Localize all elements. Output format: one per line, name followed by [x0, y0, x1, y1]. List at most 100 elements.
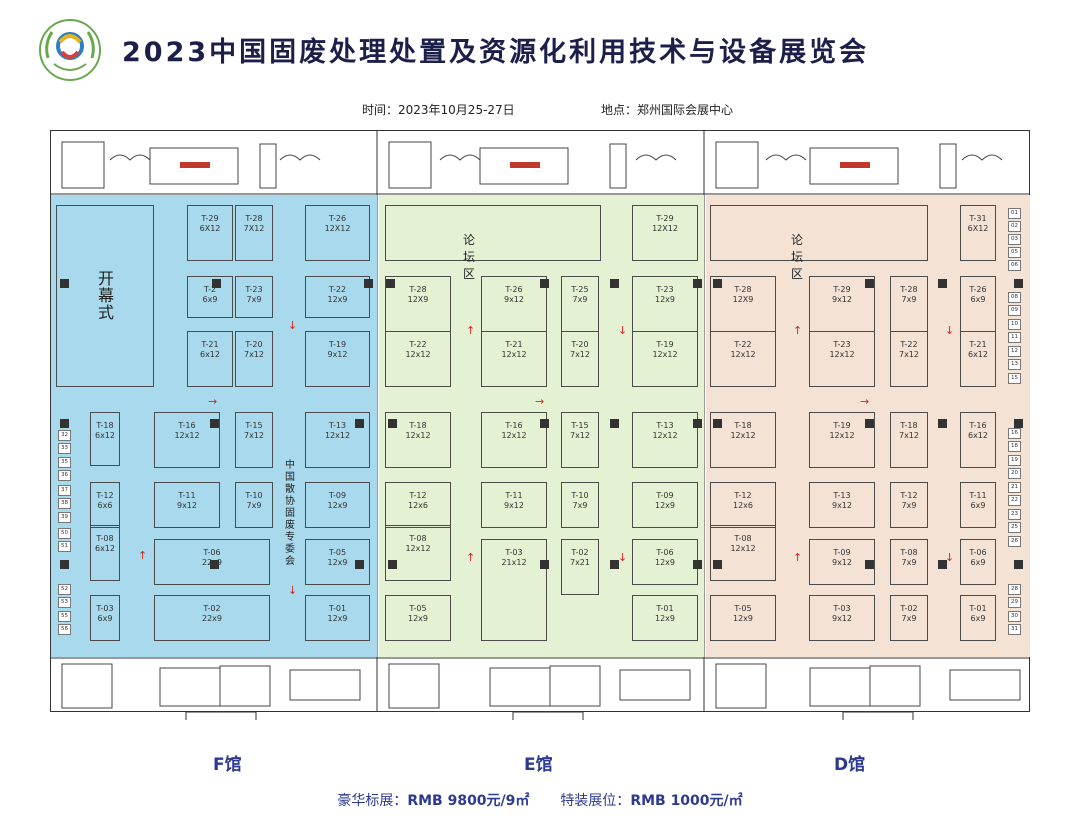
booth-size: 6x9	[970, 295, 986, 304]
booth-size: 12x9	[732, 614, 753, 623]
booth-number: 12	[1008, 346, 1021, 357]
pillar	[938, 560, 947, 569]
booth-id: T-01	[656, 604, 674, 613]
hall-d-label: D馆	[834, 755, 866, 775]
booth-size: 6x12	[199, 350, 220, 359]
booth-number: 56	[58, 624, 71, 635]
booth-size: 12x6	[732, 501, 753, 510]
booth-number: 30	[1008, 611, 1021, 622]
booth-id: T-05	[734, 604, 752, 613]
booth-size: 6x6	[97, 501, 113, 510]
pillar	[610, 419, 619, 428]
flow-arrow: ↑	[138, 549, 148, 562]
opening-ceremony-label: 开幕式	[97, 269, 114, 322]
booth-number: 37	[58, 485, 71, 496]
event-time: 时间：2023年10月25-27日	[362, 103, 515, 117]
pillar	[355, 560, 364, 569]
pillar	[212, 279, 221, 288]
booth-id: T-13	[656, 421, 674, 430]
booth-id: T-20	[571, 340, 589, 349]
booth-id: T-13	[328, 421, 347, 430]
booth-size: 12x9	[327, 558, 348, 567]
booth-size: 9x12	[831, 295, 852, 304]
booth-id: T-12	[409, 491, 427, 500]
booth-size: 7x9	[901, 558, 917, 567]
booth-size: 12x12	[730, 544, 756, 553]
booth-id: T-08	[900, 548, 918, 557]
booth-id: T-03	[833, 604, 851, 613]
pillar	[540, 279, 549, 288]
flow-arrow: ↓	[288, 584, 298, 597]
forum-area-d	[710, 205, 928, 261]
booth-size: 6x12	[94, 431, 115, 440]
booth-id: T-08	[734, 534, 752, 543]
pillar	[388, 419, 397, 428]
booth-size: 7x12	[898, 431, 919, 440]
booth-number: 19	[1008, 455, 1021, 466]
booth-size: 12x9	[654, 501, 675, 510]
booth-size: 7x21	[569, 558, 590, 567]
booth-size: 6x9	[202, 295, 218, 304]
booth-size: 9x12	[176, 501, 197, 510]
booth-id: T-22	[409, 340, 427, 349]
pillar	[865, 419, 874, 428]
pillar	[1014, 419, 1023, 428]
booth-id: T-29	[833, 285, 851, 294]
booth-number: 51	[58, 541, 71, 552]
booth-number: 52	[58, 584, 71, 595]
pillar	[210, 560, 219, 569]
flow-arrow: →	[208, 395, 218, 408]
booth-id: T-29	[656, 214, 674, 223]
booth-number: 39	[58, 512, 71, 523]
booth-id: T-09	[833, 548, 851, 557]
pillar	[693, 419, 702, 428]
booth-size: 12x12	[174, 431, 200, 440]
booth-size: 9x12	[831, 558, 852, 567]
booth-id: T-16	[178, 421, 196, 430]
booth-size: 6X12	[967, 224, 989, 233]
pillar	[713, 279, 722, 288]
booth-id: T-22	[328, 285, 347, 294]
booth-id: T-11	[178, 491, 196, 500]
booth-number: 18	[1008, 441, 1021, 452]
pillar	[713, 560, 722, 569]
pillar	[60, 419, 69, 428]
booth-number: 15	[1008, 373, 1021, 384]
pillar	[540, 560, 549, 569]
booth-size: 6x9	[970, 614, 986, 623]
pillar	[938, 419, 947, 428]
booth-id: T-31	[969, 214, 987, 223]
booth-number: 25	[1008, 522, 1021, 533]
booth-size: 12x12	[501, 350, 527, 359]
booth-size: 6x9	[970, 501, 986, 510]
